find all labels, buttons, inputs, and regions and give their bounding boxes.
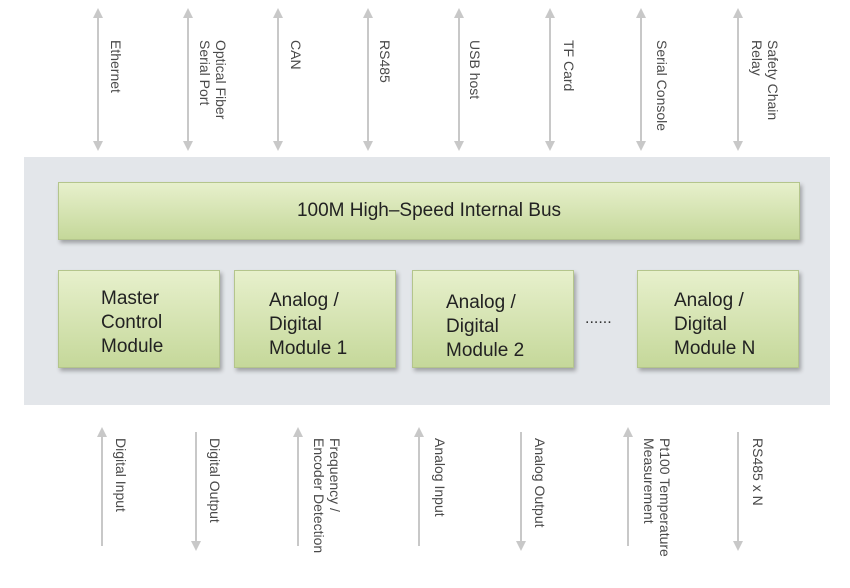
bottom-label-analog-input: Analog Input [432,438,448,517]
label-line: Optical Fiber [213,40,229,120]
label-line: RS485 [377,40,393,83]
module-line: Analog / [446,292,516,313]
master-control-module: Master Control Module [58,270,220,368]
label-line: Digital Output [207,438,223,523]
top-label-can: CAN [288,40,304,70]
top-label-serial-console: Serial Console [654,40,670,131]
top-label-ethernet: Ethernet [108,40,124,93]
top-label-safety-chain-relay: Safety Chain Relay [749,40,781,120]
label-line: CAN [288,40,304,70]
bottom-label-analog-output: Analog Output [532,438,548,528]
label-line: Safety Chain [765,40,781,121]
module-line: Module 1 [269,338,348,359]
label-line: Measurement [641,438,657,524]
label-line: Serial Port [197,40,213,106]
bottom-label-pt100: Pt100 Temperature Measurement [641,438,673,557]
label-line: Analog Input [432,438,448,517]
label-line: USB host [467,40,483,100]
top-label-rs485: RS485 [377,40,393,83]
bottom-label-rs485-x-n: RS485 x N [750,438,766,506]
module-line: Analog / [674,290,744,311]
label-line: Relay [749,40,765,76]
label-line: TF Card [561,40,577,92]
label-line: Serial Console [654,40,670,132]
label-line: Frequency / [327,438,343,512]
top-label-optical-fiber: Optical Fiber Serial Port [197,40,229,119]
module-line: Control [101,312,163,333]
module-line: Master [101,288,160,309]
bottom-label-frequency-encoder: Frequency / Encoder Detection [311,438,343,553]
label-line: Pt100 Temperature [657,438,673,557]
analog-digital-module-1: Analog / Digital Module 1 [234,270,396,368]
module-line: Analog / [269,290,339,311]
label-line: Ethernet [108,40,124,93]
ellipsis: ...... [585,310,612,327]
module-line: Module N [674,338,756,359]
label-line: Encoder Detection [311,438,327,554]
internal-bus: 100M High–Speed Internal Bus [58,182,800,240]
module-line: Digital [446,316,499,337]
module-line: Digital [269,314,322,335]
analog-digital-module-2: Analog / Digital Module 2 [412,270,574,368]
bus-label: 100M High–Speed Internal Bus [296,200,562,221]
analog-digital-module-n: Analog / Digital Module N [637,270,799,368]
module-line: Module [101,336,164,357]
module-line: Module 2 [446,340,525,361]
label-line: Analog Output [532,438,548,528]
bottom-label-digital-output: Digital Output [207,438,223,523]
bottom-label-digital-input: Digital Input [113,438,129,512]
top-label-tf-card: TF Card [561,40,577,91]
top-label-usb-host: USB host [467,40,483,99]
label-line: RS485 x N [750,438,766,506]
label-line: Digital Input [113,438,129,512]
module-line: Digital [674,314,727,335]
